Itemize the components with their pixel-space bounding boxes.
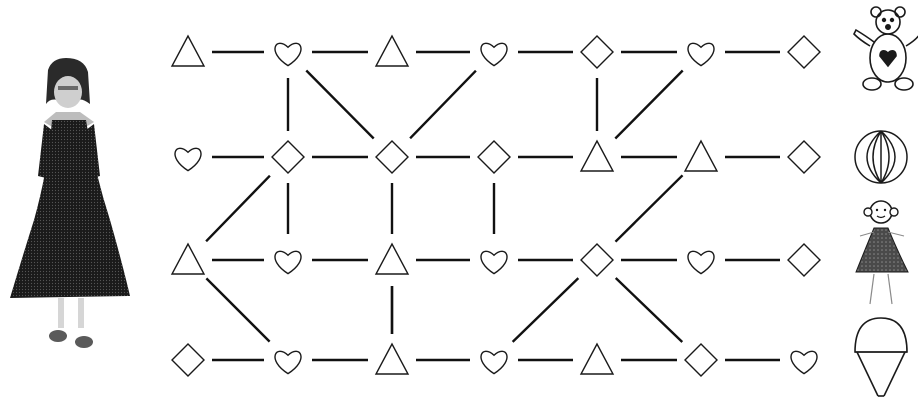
diamond-icon <box>172 344 204 376</box>
diagonal-link <box>410 71 476 139</box>
connection-lines <box>206 52 780 360</box>
diagonal-link <box>616 278 683 342</box>
heart-icon <box>481 43 507 65</box>
girl-figure <box>10 58 130 348</box>
heart-icon <box>791 351 817 373</box>
heart-icon <box>275 43 301 65</box>
diagonal-link <box>206 176 270 242</box>
heart-icon <box>481 351 507 373</box>
triangle-icon <box>581 344 613 374</box>
beach-ball-icon <box>855 131 907 183</box>
triangle-icon <box>172 244 204 274</box>
heart-icon <box>275 351 301 373</box>
diamond-icon <box>272 141 304 173</box>
triangle-icon <box>376 344 408 374</box>
balloon-icon <box>855 318 907 396</box>
diamond-icon <box>581 244 613 276</box>
diamond-icon <box>478 141 510 173</box>
triangle-icon <box>172 36 204 66</box>
diamond-icon <box>788 141 820 173</box>
diagonal-link <box>615 70 682 138</box>
diagonal-link <box>513 278 579 342</box>
heart-icon <box>688 43 714 65</box>
diamond-icon <box>788 36 820 68</box>
diamond-icon <box>581 36 613 68</box>
shape-nodes <box>172 36 820 376</box>
heart-icon <box>175 148 201 170</box>
diagonal-link <box>206 278 269 341</box>
triangle-icon <box>685 141 717 171</box>
diamond-icon <box>685 344 717 376</box>
heart-icon <box>481 251 507 273</box>
diagonal-link <box>306 70 373 138</box>
doll-icon <box>856 201 908 304</box>
diagonal-link <box>615 175 682 241</box>
diamond-icon <box>788 244 820 276</box>
triangle-icon <box>581 141 613 171</box>
triangle-icon <box>376 36 408 66</box>
triangle-icon <box>376 244 408 274</box>
heart-icon <box>275 251 301 273</box>
heart-icon <box>688 251 714 273</box>
teddy-bear-icon <box>854 7 918 90</box>
diamond-icon <box>376 141 408 173</box>
